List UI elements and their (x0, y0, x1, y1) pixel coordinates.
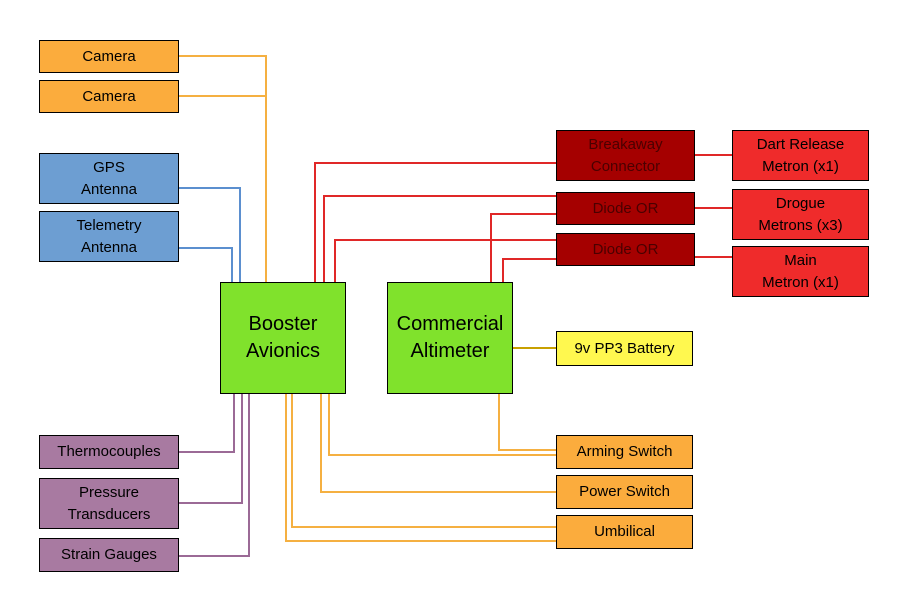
wire-pressure-transducers (178, 393, 243, 504)
telemetry-antenna-label: Telemetry Antenna (76, 216, 142, 256)
wire-telemetry-antenna (178, 247, 233, 283)
camera-label-1: Camera (82, 47, 136, 65)
diode-or-box-1: Diode OR (556, 192, 695, 225)
wire-arming-switch-altimeter (498, 393, 556, 451)
wire-camera-1 (178, 55, 267, 283)
gps-antenna-box: GPS Antenna (39, 153, 179, 204)
dart-release-metron-label: Dart Release Metron (x1) (756, 135, 845, 175)
wire-power-switch (320, 393, 556, 493)
wire-thermocouples (178, 393, 235, 453)
main-metron-label: Main Metron (x1) (762, 251, 839, 291)
wire-diode-or-1-altimeter (490, 213, 556, 283)
strain-gauges-label: Strain Gauges (61, 546, 157, 563)
gps-antenna-label: GPS Antenna (81, 158, 137, 198)
telemetry-antenna-box: Telemetry Antenna (39, 211, 179, 262)
booster-avionics-box: Booster Avionics (220, 282, 346, 394)
camera-box-1: Camera (39, 40, 179, 73)
arming-switch-label: Arming Switch (576, 443, 673, 460)
thermocouples-box: Thermocouples (39, 435, 179, 469)
arming-switch-box: Arming Switch (556, 435, 693, 469)
main-metron-box: Main Metron (x1) (732, 246, 869, 297)
pressure-transducers-box: Pressure Transducers (39, 478, 179, 529)
wire-gps-antenna (178, 187, 241, 283)
wire-strain-gauges (178, 393, 250, 557)
diode-or-box-2: Diode OR (556, 233, 695, 266)
drogue-metrons-box: Drogue Metrons (x3) (732, 189, 869, 240)
umbilical-box: Umbilical (556, 515, 693, 549)
commercial-altimeter-label: Commercial Altimeter (396, 313, 504, 362)
camera-label-2: Camera (82, 87, 136, 105)
breakaway-connector-label: Breakaway Connector (588, 135, 663, 175)
booster-avionics-label: Booster Avionics (245, 313, 321, 362)
battery-box: 9v PP3 Battery (556, 331, 693, 366)
wire-diode-or-2-altimeter (502, 258, 556, 283)
thermocouples-label: Thermocouples (57, 443, 161, 460)
wire-umbilical-b (285, 393, 556, 542)
breakaway-connector-box: Breakaway Connector (556, 130, 695, 181)
power-switch-box: Power Switch (556, 475, 693, 509)
battery-label: 9v PP3 Battery (574, 339, 675, 357)
diode-or-label-2: Diode OR (592, 240, 659, 258)
wire-arming-switch-booster (328, 393, 556, 456)
wire-diode-or-2-booster (334, 239, 556, 283)
strain-gauges-box: Strain Gauges (39, 538, 179, 572)
drogue-metrons-label: Drogue Metrons (x3) (758, 194, 843, 234)
camera-box-2: Camera (39, 80, 179, 113)
commercial-altimeter-box: Commercial Altimeter (387, 282, 513, 394)
diode-or-label-1: Diode OR (592, 199, 659, 217)
wire-breakaway-2 (323, 195, 556, 283)
umbilical-label: Umbilical (594, 523, 655, 540)
wire-breakaway-1 (314, 162, 556, 283)
dart-release-metron-box: Dart Release Metron (x1) (732, 130, 869, 181)
pressure-transducers-label: Pressure Transducers (67, 483, 151, 523)
wire-umbilical-a (291, 393, 556, 528)
power-switch-label: Power Switch (579, 483, 670, 500)
